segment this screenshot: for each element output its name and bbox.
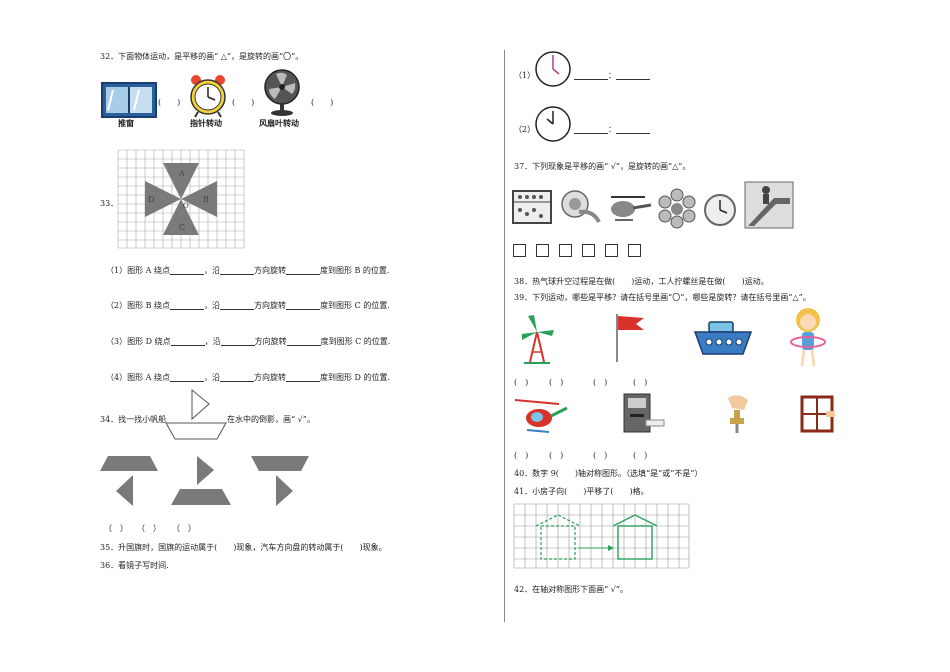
toy-helicopter-image [513,396,569,440]
column-divider [504,50,505,622]
boat-option-1 [99,455,159,511]
q39-paren-2[interactable]: ( ) [549,378,564,387]
q36-item-1-answer: ： [574,72,650,80]
q39-paren-6[interactable]: ( ) [549,451,564,460]
window-frame-image [800,395,836,437]
q37-checkbox-4[interactable] [582,244,595,257]
windmill-image [518,312,556,370]
house-translation-grid [513,503,690,572]
q37-checkbox-5[interactable] [605,244,618,257]
q32-prompt: 32．下面物体运动，是平移的画“ △”，是旋转的画“〇”。 [100,52,304,61]
q33-line-2: （2）图形 B 绕点，沿方向旋转度到图形 C 的位置. [106,301,390,310]
alarm-clock-image [188,74,228,122]
blank[interactable] [285,274,320,275]
blank[interactable] [219,381,254,382]
label-b: B [203,195,209,204]
blank[interactable] [285,381,320,382]
q37-checkbox-3[interactable] [559,244,572,257]
blank[interactable] [220,309,255,310]
screw-tightening-image [718,392,756,438]
q39-paren-7[interactable]: ( ) [593,451,608,460]
q39-paren-5[interactable]: ( ) [514,451,529,460]
blank[interactable] [169,381,204,382]
q36-item-1-label: （1） [514,71,536,80]
blank[interactable] [170,309,205,310]
q38-prompt: 38．热气球升空过程是在做( )运动，工人拧螺丝是在做( )运动。 [514,277,769,286]
blank-hour[interactable] [574,133,608,134]
q36-item-2-label: （2） [514,125,536,134]
blank-hour[interactable] [574,79,608,80]
caption-clock: 指针转动 [190,119,222,128]
q33-number: 33． [100,199,119,208]
blank-minute[interactable] [616,79,650,80]
q37-checkbox-1[interactable] [513,244,526,257]
escalator-image [744,180,794,234]
boat-option-2 [170,455,232,511]
q34-prompt-a: 34．找一找小帆船 [100,415,167,424]
blank-minute[interactable] [616,133,650,134]
caption-window: 推窗 [118,119,134,128]
hula-hoop-girl-image [788,306,828,372]
blank[interactable] [169,274,204,275]
helicopter-image [607,193,653,229]
q39-paren-3[interactable]: ( ) [593,378,608,387]
q32-answer-paren-3[interactable]: ( ) [311,98,334,107]
flag-image [612,312,646,368]
label-c: C [179,223,185,232]
sliding-window-image [101,82,157,122]
abacus-image [512,190,552,228]
q39-prompt: 39．下列运动，哪些是平移？请在括号里画“〇”，哪些是旋转？请在括号里画“△”。 [514,293,811,302]
q40-prompt: 40．数字 9( )轴对称图形。（选填“是”或“不是”） [514,469,703,478]
q37-prompt: 37．下列现象是平移的画“ √”，是旋转的画“△”。 [514,162,691,171]
blank[interactable] [219,274,254,275]
q33-line-3: （3）图形 D 绕点，沿方向旋转度到图形 C 的位置. [106,337,391,346]
label-d: D [148,195,154,204]
electric-fan-image [262,69,302,121]
q34-prompt-b: 在水中的倒影，画“ √”。 [227,415,315,424]
q33-line-1: （1）图形 A 绕点，沿方向旋转度到图形 B 的位置. [106,266,390,275]
caption-fan: 风扇叶转动 [259,119,299,128]
wall-clock-image [704,193,736,231]
q35-prompt: 35．升国旗时，国旗的运动属于( )现象，汽车方向盘的转动属于( )现象。 [100,543,387,552]
q42-prompt: 42．在轴对称图形下面画“ √”。 [514,585,628,594]
q34-paren-1[interactable]: （ ） [104,524,128,533]
faucet-image [559,188,601,228]
label-o: O [183,202,189,210]
blank[interactable] [220,345,255,346]
blank[interactable] [170,345,205,346]
boat-option-3 [250,455,310,511]
blank[interactable] [286,345,321,346]
mirror-clock-1 [534,50,572,92]
ship-image [693,320,753,360]
q39-paren-4[interactable]: ( ) [633,378,648,387]
atm-machine-image [620,392,666,438]
q32-answer-paren-2[interactable]: ( ) [232,98,255,107]
q37-checkbox-2[interactable] [536,244,549,257]
q39-paren-1[interactable]: ( ) [514,378,529,387]
pinwheel-image [657,188,697,232]
q33-line-4: （4）图形 A 绕点，沿方向旋转度到图形 D 的位置. [106,373,390,382]
q34-paren-2[interactable]: （ ） [137,524,161,533]
q41-prompt: 41．小房子向( )平移了( )格。 [514,487,649,496]
blank[interactable] [286,309,321,310]
rotation-grid-figure: A B C D O [117,149,245,252]
label-a: A [178,169,185,178]
q39-paren-8[interactable]: ( ) [633,451,648,460]
q36-item-2-answer: ： [574,126,650,134]
q37-checkbox-6[interactable] [628,244,641,257]
q32-answer-paren-1[interactable]: ( ) [158,98,181,107]
mirror-clock-2 [534,105,572,147]
q34-paren-3[interactable]: （ ） [172,524,196,533]
sailboat-figure [165,388,227,445]
q36-prompt: 36．看镜子写时间. [100,561,169,570]
